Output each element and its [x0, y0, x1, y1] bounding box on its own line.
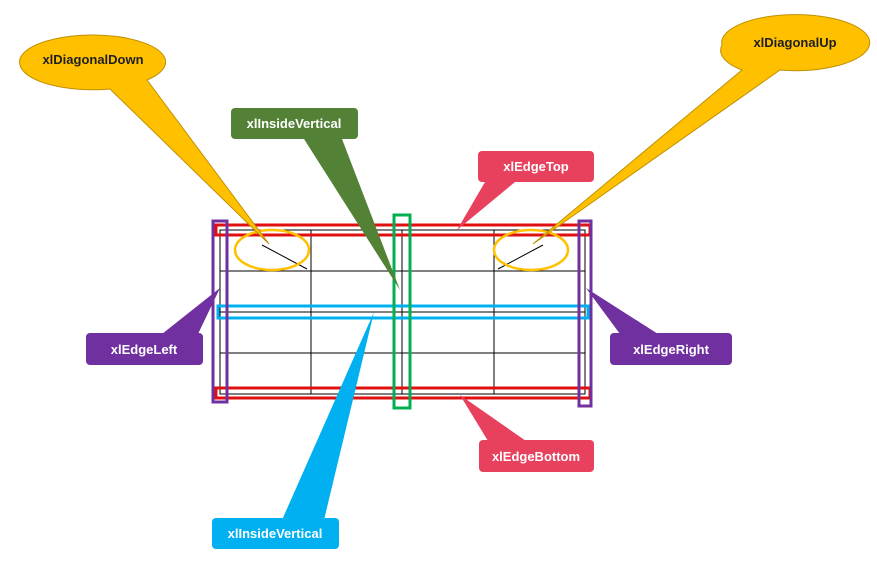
- diagonal-down-line: [261, 244, 308, 270]
- callout-edge-left-box: [86, 333, 203, 365]
- callout-inside-vertical: xlInsideVertical: [231, 108, 400, 290]
- callout-inside-horizontal: xlInsideVertical: [212, 312, 374, 549]
- callout-edge-top: xlEdgeTop: [457, 151, 594, 230]
- edge-right-highlight: [577, 219, 593, 408]
- callout-edge-right-box: [610, 333, 732, 365]
- speech-callout-icon: [532, 14, 871, 245]
- callout-edge-right: xlEdgeRight: [586, 288, 732, 365]
- callout-inside-horizontal-label: xlInsideVertical: [228, 526, 323, 541]
- speech-callout-icon: [460, 395, 526, 441]
- speech-callout-icon: [457, 182, 515, 230]
- speech-callout-icon: [304, 139, 400, 290]
- cell-grid: [219, 229, 586, 395]
- inside-vertical-highlight: [392, 213, 412, 410]
- callout-edge-left: xlEdgeLeft: [86, 288, 220, 365]
- callout-edge-top-label: xlEdgeTop: [503, 159, 569, 174]
- edge-bottom-highlight: [214, 386, 592, 400]
- edge-left-highlight: [211, 219, 229, 404]
- callout-diagonal-up: xlDiagonalUp: [532, 14, 871, 245]
- diagonal-down-ellipse: [233, 228, 311, 272]
- inside-horizontal-highlight: [216, 304, 590, 320]
- callout-diagonal-up-label: xlDiagonalUp: [753, 35, 836, 50]
- callout-edge-bottom-label: xlEdgeBottom: [492, 449, 580, 464]
- callout-edge-top-box: [478, 151, 594, 182]
- callout-inside-vertical-box: [231, 108, 358, 139]
- callout-edge-left-label: xlEdgeLeft: [111, 342, 178, 357]
- callout-edge-right-label: xlEdgeRight: [633, 342, 710, 357]
- speech-callout-icon: [162, 288, 220, 334]
- callout-edge-bottom: xlEdgeBottom: [460, 395, 594, 472]
- callout-diagonal-down: xlDiagonalDown: [19, 34, 270, 245]
- callout-diagonal-down-label: xlDiagonalDown: [42, 52, 143, 67]
- callout-inside-vertical-label: xlInsideVertical: [247, 116, 342, 131]
- callout-inside-horizontal-box: [212, 518, 339, 549]
- diagonal-up-ellipse: [492, 228, 570, 272]
- callout-edge-bottom-box: [479, 440, 594, 472]
- speech-callout-icon: [19, 34, 270, 245]
- speech-callout-icon: [282, 312, 374, 520]
- speech-callout-icon: [586, 288, 658, 334]
